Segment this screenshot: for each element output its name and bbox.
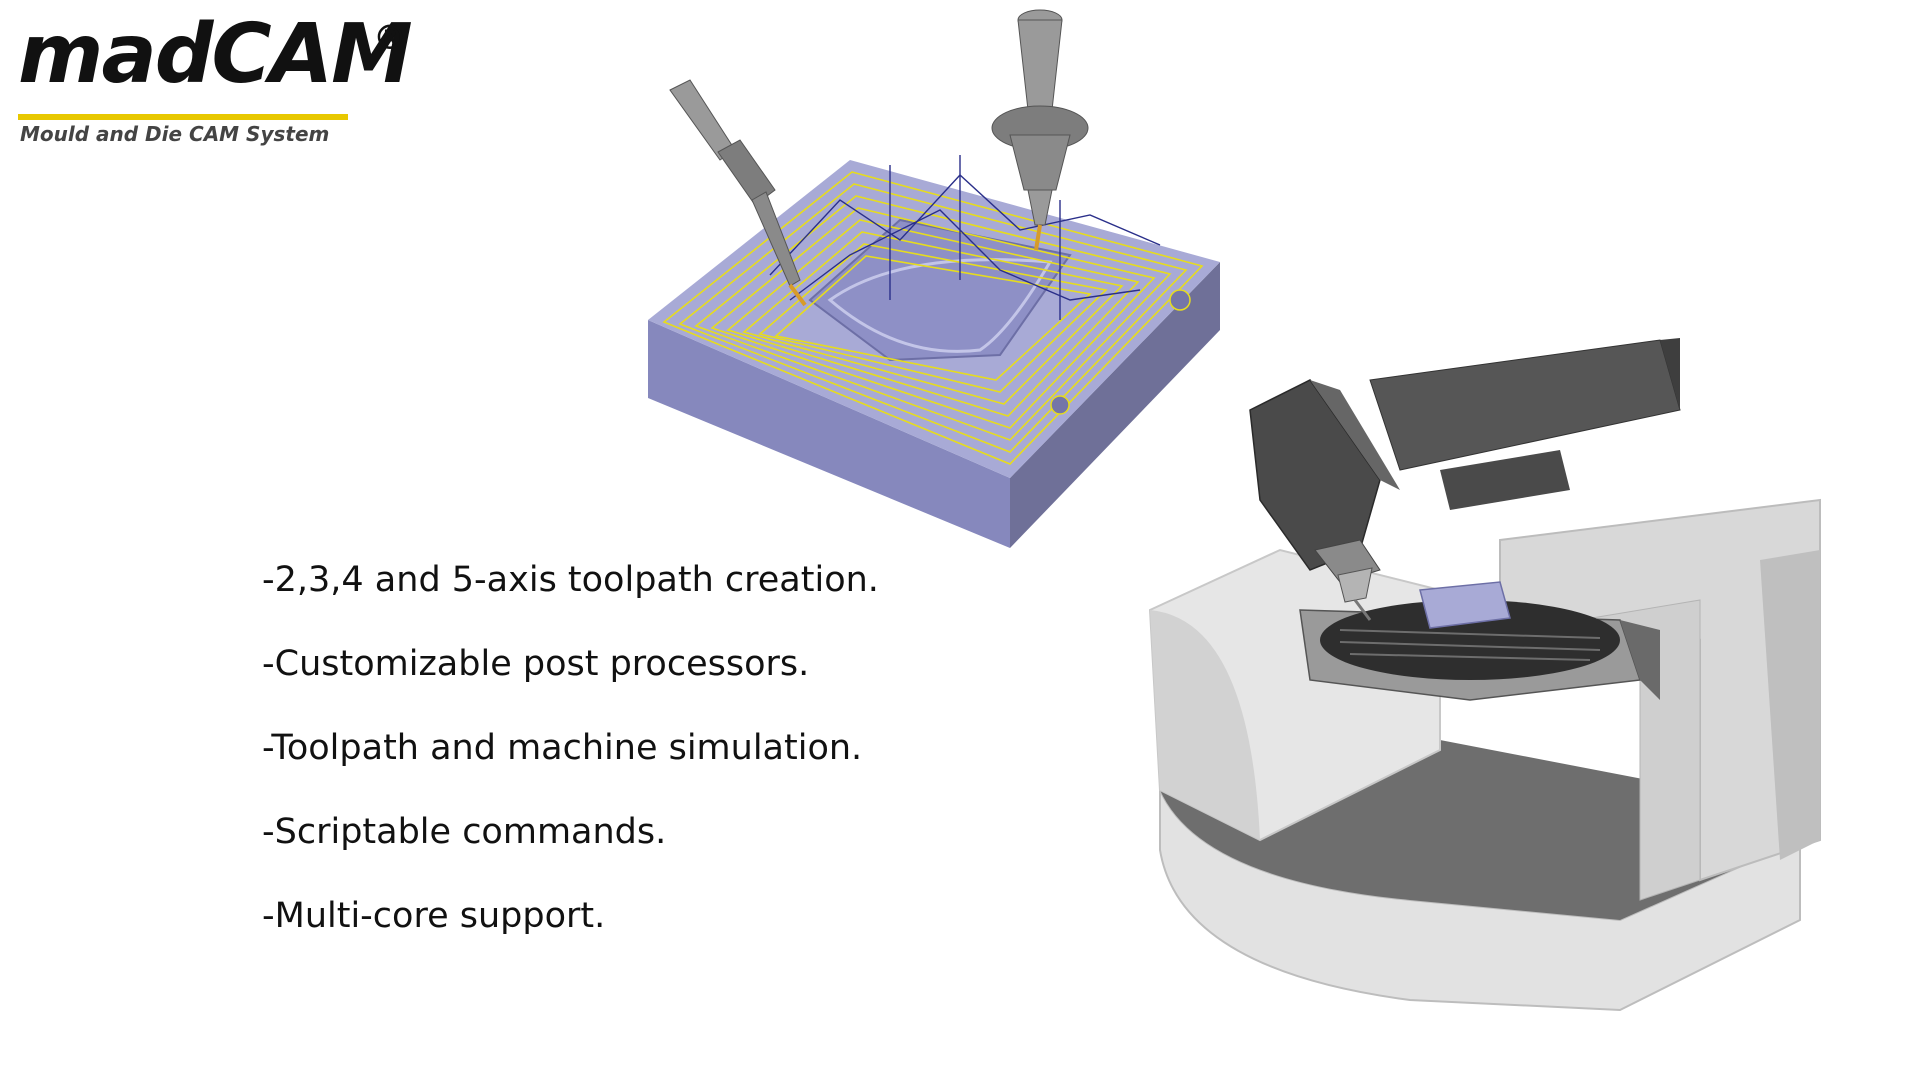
mould-side-left bbox=[648, 320, 1010, 548]
registered-mark: ® bbox=[373, 18, 407, 58]
feature-item: -Customizable post processors. bbox=[262, 644, 810, 684]
logo-wordmark: madCAM bbox=[18, 7, 413, 102]
logo-tagline: Mould and Die CAM System bbox=[20, 122, 330, 146]
feature-item: -Multi-core support. bbox=[262, 896, 606, 936]
feature-item: -Scriptable commands. bbox=[262, 812, 667, 852]
tilting-table-side bbox=[1620, 620, 1660, 700]
ram-slide bbox=[1440, 450, 1570, 510]
table-t-slots bbox=[1339, 629, 1601, 661]
toolpath-contours bbox=[662, 171, 1204, 465]
enclosure-curve bbox=[1150, 610, 1260, 840]
rotary-table bbox=[1320, 600, 1620, 680]
ram-side bbox=[1660, 338, 1680, 410]
feature-item: -2,3,4 and 5-axis toolpath creation. bbox=[262, 560, 879, 600]
tool-holder-left bbox=[669, 79, 807, 307]
workpiece bbox=[1419, 581, 1511, 629]
feature-list: -2,3,4 and 5-axis toolpath creation. -Cu… bbox=[262, 560, 1122, 980]
column-side bbox=[1760, 550, 1820, 860]
five-axis-machine-illustration bbox=[1148, 338, 1821, 1012]
toolpath-link-moves bbox=[769, 155, 1161, 320]
tool-holder-right bbox=[991, 9, 1089, 251]
mould-hole bbox=[1169, 289, 1191, 311]
mould-hole bbox=[1050, 395, 1070, 415]
cavity-rim bbox=[827, 258, 1053, 353]
logo-accent-bar bbox=[18, 114, 348, 120]
feature-item: -Toolpath and machine simulation. bbox=[262, 728, 863, 768]
machine-ram bbox=[1369, 339, 1681, 471]
spindle-head bbox=[1249, 379, 1400, 621]
mould-toolpath-illustration bbox=[648, 9, 1220, 548]
mould-side-right bbox=[1010, 262, 1220, 548]
madcam-logo: madCAM ® Mould and Die CAM System bbox=[18, 14, 418, 154]
